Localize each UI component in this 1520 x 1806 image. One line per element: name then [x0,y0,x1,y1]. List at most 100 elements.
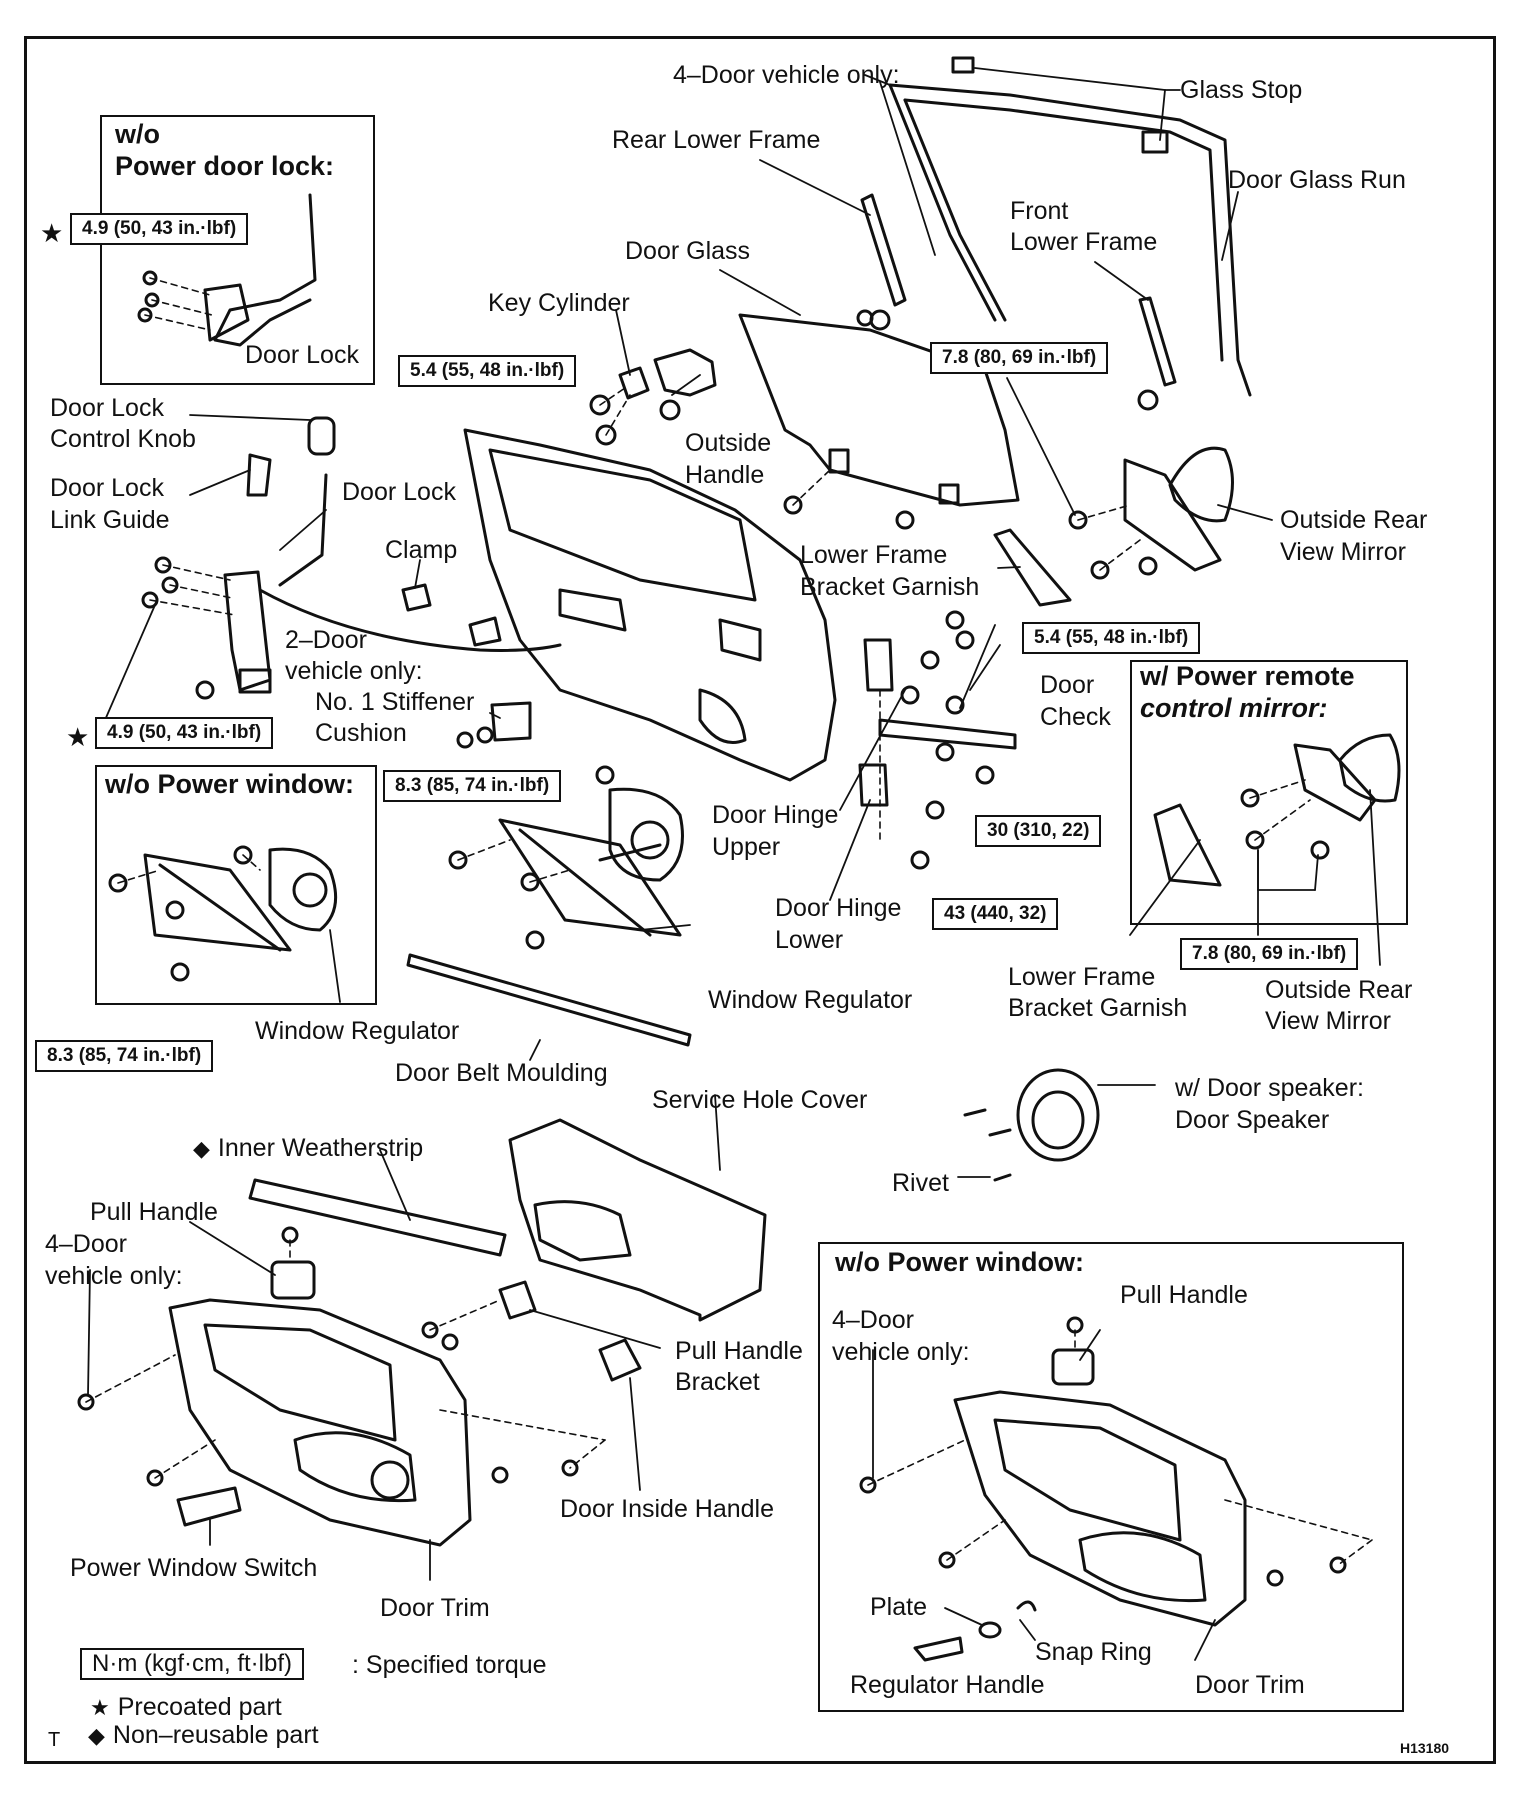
label-door-hinge-lower-2: Lower [775,926,844,954]
label-pull-handle-box: Pull Handle [1120,1281,1248,1309]
leader-lines [87,67,1381,1661]
box-power-window-left-title: w/o Power window: [105,769,354,799]
door-glass-part [738,313,1020,530]
label-outside-rear-view-mirror-b1: Outside Rear [1265,976,1413,1004]
label-glass-stop: Glass Stop [1180,76,1303,104]
label-four-door-left-1: 4–Door [45,1230,127,1258]
legend-non-reusable-text: Non–reusable part [112,1721,319,1749]
box-power-window-left [95,765,377,1005]
door-glass-run-part [888,83,1252,397]
window-regulator-main-part [448,765,684,950]
door-inner-panel [463,428,837,782]
non-reusable-diamond-icon: ◆ [193,1136,210,1161]
rear-lower-frame-part [856,193,907,331]
box-power-window-bottom-title: w/o Power window: [835,1247,1084,1277]
legend-diamond-icon: ◆ [88,1723,105,1748]
label-rear-lower-frame: Rear Lower Frame [612,126,821,154]
label-door-speaker-1: w/ Door speaker: [1175,1074,1364,1102]
precoated-star-icon-2: ★ [66,722,90,752]
label-door-lock-box: Door Lock [245,341,359,369]
torque-hinge-upper: 5.4 (55, 48 in.·lbf) [1022,622,1201,654]
label-outside-rear-view-mirror-b2: View Mirror [1265,1007,1391,1035]
label-lower-frame-bracket-garnish-b2: Bracket Garnish [1008,994,1188,1022]
label-four-door-top: 4–Door vehicle only: [673,61,900,89]
dashed-lines [85,277,1373,1566]
door-trim-main-part [77,1298,579,1547]
torque-hinge-lower: 43 (440, 32) [932,898,1059,930]
label-door-inside-handle: Door Inside Handle [560,1495,775,1523]
box-power-remote-mirror-title-1: w/ Power remote [1140,661,1355,691]
label-rivet: Rivet [892,1169,949,1197]
torque-check: 30 (310, 22) [975,815,1102,847]
torque-regulator-box: 8.3 (85, 74 in.·lbf) [35,1040,214,1072]
box-power-remote-mirror [1130,660,1408,925]
label-outside-rear-view-mirror-2: View Mirror [1280,538,1406,566]
inner-weatherstrip-part [248,1178,507,1257]
legend-star-icon: ★ [90,1695,110,1720]
label-door-glass-run: Door Glass Run [1228,166,1406,194]
label-front-lower-frame-2: Lower Frame [1010,228,1158,256]
label-lower-frame-bracket-garnish-1: Lower Frame [800,541,948,569]
torque-mirror-box: 7.8 (80, 69 in.·lbf) [1180,938,1359,970]
door-inside-handle-part [598,1338,642,1382]
label-stiffener-1: No. 1 Stiffener [315,688,475,716]
box-power-remote-mirror-title-2: control mirror: [1140,693,1328,723]
legend-torque-box: N·m (kgf·cm, ft·lbf) [80,1648,304,1680]
label-door-lock-link-guide-1: Door Lock [50,474,164,502]
legend-precoated-text: Precoated part [117,1693,282,1721]
diagram-frame [24,36,1496,1764]
label-outside-handle-1: Outside [685,429,772,457]
stiffener-cushion-part [456,701,532,749]
label-four-door-left-2: vehicle only: [45,1262,183,1290]
label-pull-handle-bracket-1: Pull Handle [675,1337,803,1365]
pull-handle-bracket-part [421,1280,537,1351]
label-door-hinge-upper-2: Upper [712,833,781,861]
label-power-window-switch: Power Window Switch [70,1554,318,1582]
label-door-glass: Door Glass [625,237,751,265]
pull-handle-part [270,1226,316,1300]
door-hinge-upper-part [863,610,975,715]
label-two-door-2: vehicle only: [285,657,423,685]
label-front-lower-frame-1: Front [1010,197,1069,225]
service-hole-cover-part [508,1118,767,1322]
label-window-regulator-main: Window Regulator [708,986,913,1014]
box-power-door-lock [100,115,375,385]
door-lock-box-part [137,193,317,347]
label-door-belt-moulding: Door Belt Moulding [395,1059,608,1087]
window-regulator-box-part [108,845,338,982]
label-door-hinge-lower-1: Door Hinge [775,894,902,922]
power-mirror-part [1153,733,1401,887]
label-door-trim-box: Door Trim [1195,1671,1305,1699]
label-two-door-1: 2–Door [285,626,367,654]
label-door-lock-control-knob-1: Door Lock [50,394,164,422]
label-stiffener-2: Cushion [315,719,407,747]
label-inner-weatherstrip-text: Inner Weatherstrip [217,1134,424,1162]
label-door-speaker-2: Door Speaker [1175,1106,1330,1134]
outside-handle-part [653,348,717,421]
front-lower-frame-part [1137,296,1177,411]
legend-t-mark: T [48,1729,61,1751]
label-door-lock-link-guide-2: Link Guide [50,506,170,534]
label-outside-handle-2: Handle [685,461,765,489]
label-door-lock-control-knob-2: Control Knob [50,425,196,453]
legend-precoated: ★ Precoated part [90,1692,282,1723]
lower-frame-bracket-garnish-part [993,528,1072,607]
door-belt-moulding-part [406,953,692,1047]
torque-lock-main: 4.9 (50, 43 in.·lbf) [95,717,274,749]
label-key-cylinder: Key Cylinder [488,289,630,317]
label-plate: Plate [870,1593,927,1621]
label-window-regulator-box: Window Regulator [255,1017,460,1045]
precoated-star-icon: ★ [40,218,64,248]
power-window-switch-part [176,1486,242,1527]
outside-rear-view-mirror-part [1068,446,1234,580]
torque-mirror: 7.8 (80, 69 in.·lbf) [930,342,1109,374]
label-outside-rear-view-mirror-1: Outside Rear [1280,506,1428,534]
label-lower-frame-bracket-garnish-b1: Lower Frame [1008,963,1156,991]
box-power-window-bottom [818,1242,1404,1712]
legend-torque-desc: : Specified torque [352,1651,547,1679]
label-four-door-box-2: vehicle only: [832,1338,970,1366]
box-power-door-lock-title-2: Power door lock: [115,151,335,181]
torque-lock-box: 4.9 (50, 43 in.·lbf) [70,213,249,245]
door-trim-box-part [859,1316,1347,1662]
door-check-part [878,718,1017,785]
